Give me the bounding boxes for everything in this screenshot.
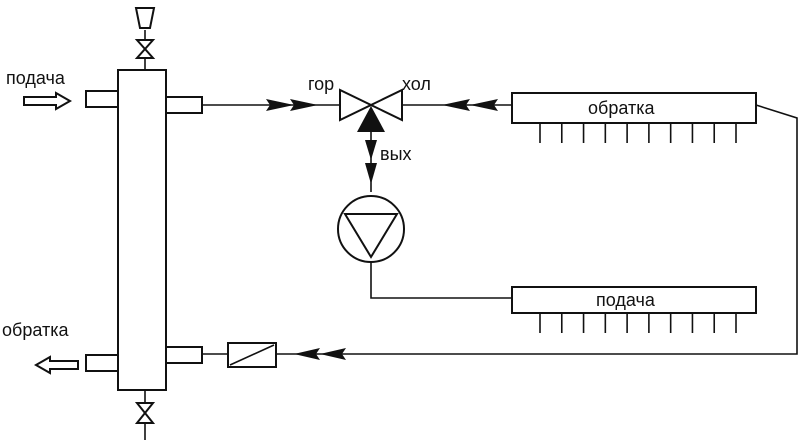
valve-cold-label: хол <box>402 74 431 94</box>
filter-icon <box>227 342 277 368</box>
manifold-top-outlets <box>534 122 742 143</box>
flow-arrow-icon <box>442 99 470 111</box>
valve-hot-label: гор <box>308 74 334 94</box>
manifold-bottom-label: подача <box>596 290 656 310</box>
left-return-label: обратка <box>2 320 69 340</box>
manifold-top-label: обратка <box>588 98 655 118</box>
pipes <box>202 104 798 355</box>
separator-outlet-return-nozzle <box>85 354 119 372</box>
return-outlet-arrow-icon <box>33 355 79 375</box>
flow-arrow-icon <box>470 99 498 111</box>
shutoff-valve-icon <box>134 7 156 70</box>
separator-inlet-supply-nozzle <box>85 90 119 108</box>
valve-out-label: вых <box>380 144 412 164</box>
three-way-valve-icon <box>339 88 403 132</box>
left-supply-label: подача <box>6 68 66 88</box>
flow-arrow-icon <box>365 140 377 160</box>
flow-arrow-icon <box>290 99 318 111</box>
flow-arrow-icon <box>365 163 377 184</box>
manifold-bottom <box>511 286 757 333</box>
pump-icon <box>337 195 405 263</box>
separator-inlet-return-nozzle <box>165 346 203 364</box>
flow-arrow-icon <box>294 348 320 360</box>
flow-arrow-icon <box>320 348 346 360</box>
drain-valve-icon <box>134 390 156 440</box>
flow-arrow-icon <box>266 99 294 111</box>
hydraulic-separator <box>85 69 203 391</box>
separator-outlet-supply-nozzle <box>165 96 203 114</box>
manifold-bottom-outlets <box>534 312 742 333</box>
manifold-top <box>511 92 757 143</box>
supply-inlet-arrow-icon <box>23 91 73 111</box>
